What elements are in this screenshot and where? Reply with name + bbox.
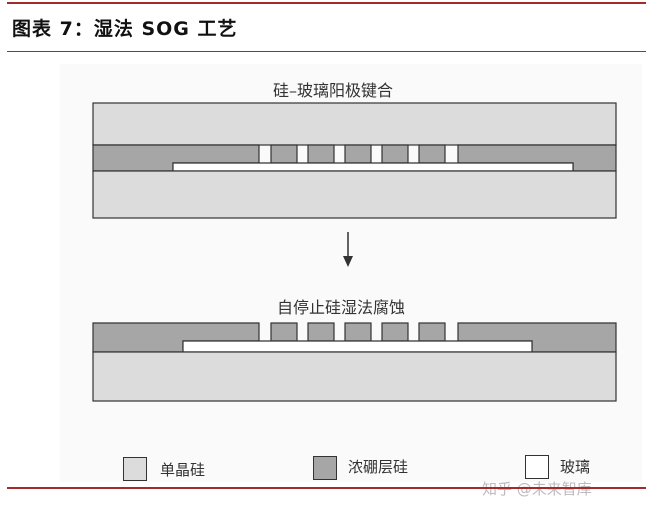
stage2-finger-1 [270,322,298,342]
stage1-substrate [92,170,617,219]
top-rule [7,2,646,4]
stage1-finger-3 [344,144,372,164]
stage1-finger-1 [270,144,298,164]
legend-label-silicon: 单晶硅 [160,461,206,479]
legend-label-glass: 玻璃 [560,458,591,476]
stage1-caption: 硅–玻璃阳极键合 [273,81,394,100]
watermark-text: 知乎 @未来智库 [482,480,592,498]
figure-title: 图表 7：湿法 SOG 工艺 [12,18,238,40]
stage2-finger-4 [381,322,409,342]
stage2-caption: 自停止硅湿法腐蚀 [277,298,406,317]
stage2-cavity [182,340,533,353]
legend-swatch-glass [525,455,549,479]
stage2-finger-5 [418,322,446,342]
stage1-finger-4 [381,144,409,164]
legend-swatch-silicon [123,457,147,481]
legend-label-boron: 浓硼层硅 [348,458,409,476]
stage2-finger-3 [344,322,372,342]
stage1-finger-5 [418,144,446,164]
bottom-rule [7,487,646,489]
stage2-substrate [92,351,617,402]
stage2-finger-2 [307,322,335,342]
title-divider [7,51,646,52]
process-arrow-head [343,256,353,267]
legend-swatch-boron [313,456,337,480]
stage1-top-silicon [92,102,617,146]
stage1-finger-2 [307,144,335,164]
stage1-cavity [172,162,574,172]
